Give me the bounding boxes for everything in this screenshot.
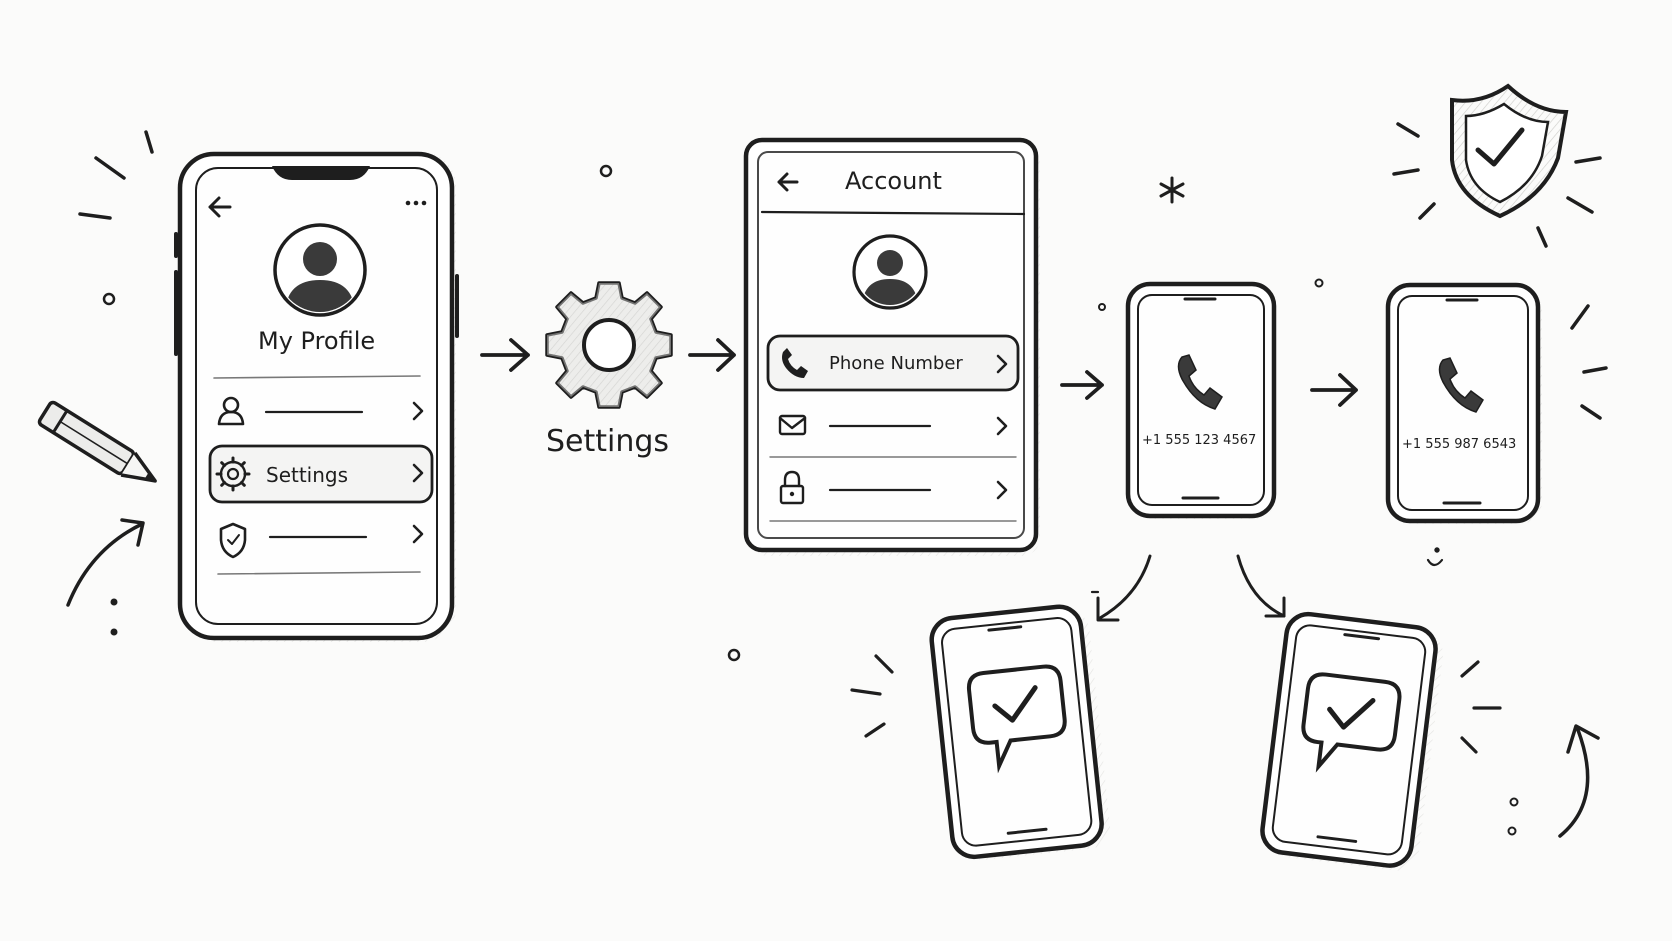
avatar-icon xyxy=(852,234,928,310)
profile-title: My Profile xyxy=(258,327,376,355)
dot xyxy=(1314,278,1324,288)
user-icon xyxy=(217,396,245,426)
curved-arrow-icon xyxy=(66,518,145,607)
phone-number-row-label: Phone Number xyxy=(829,353,963,374)
sparkle-marks-right xyxy=(1570,304,1608,420)
lock-icon xyxy=(779,470,805,505)
user-row[interactable] xyxy=(217,396,424,426)
divider xyxy=(217,571,421,575)
sparkle-marks-shield xyxy=(1392,122,1602,248)
asterisk-mark xyxy=(1159,176,1185,204)
sparkle-marks xyxy=(1460,660,1502,754)
old-number-phone xyxy=(1125,281,1277,519)
phone-icon xyxy=(1438,357,1484,413)
dot xyxy=(1509,797,1519,807)
new-phone-number: +1 555 987 6543 xyxy=(1402,437,1517,452)
dot xyxy=(110,598,118,606)
chevron-right-icon xyxy=(996,354,1008,374)
chevron-right-icon xyxy=(412,401,424,421)
arrow-icon xyxy=(480,338,530,372)
phone-icon xyxy=(1177,354,1223,410)
divider xyxy=(760,210,1026,216)
more-icon[interactable] xyxy=(405,200,427,206)
chevron-right-icon xyxy=(996,480,1008,500)
password-row[interactable] xyxy=(779,470,1008,505)
chevron-right-icon xyxy=(412,463,424,483)
back-arrow-icon[interactable] xyxy=(777,172,799,192)
chevron-right-icon xyxy=(412,524,424,544)
arrow-icon xyxy=(688,338,736,372)
settings-step-label: Settings xyxy=(546,424,670,459)
message-check-icon xyxy=(966,664,1067,774)
settings-row[interactable] xyxy=(208,444,434,504)
pencil-icon xyxy=(37,400,157,483)
security-row[interactable] xyxy=(219,522,424,559)
confirm-phone-right xyxy=(1260,611,1444,871)
chevron-right-icon xyxy=(996,416,1008,436)
back-arrow-icon[interactable] xyxy=(208,196,232,218)
gear-icon xyxy=(215,456,251,492)
shield-check-icon xyxy=(1450,83,1569,219)
mail-icon xyxy=(778,414,807,436)
dot xyxy=(599,164,613,178)
phone-icon xyxy=(782,348,808,378)
arrow-icon xyxy=(1310,373,1358,407)
curved-arrow-icon xyxy=(1558,724,1600,838)
divider xyxy=(213,375,421,379)
new-number-phone xyxy=(1385,282,1542,524)
dot xyxy=(110,628,118,636)
profile-phone xyxy=(174,151,459,642)
sparkle-marks xyxy=(850,654,894,738)
arrow-icon xyxy=(1060,370,1104,400)
avatar-icon xyxy=(273,223,367,317)
dot xyxy=(102,292,116,306)
phone-number-row[interactable] xyxy=(766,334,1020,392)
account-title: Account xyxy=(845,167,942,195)
gear-icon xyxy=(545,281,673,409)
old-phone-number: +1 555 123 4567 xyxy=(1142,433,1257,448)
curved-arrow-icon xyxy=(1096,554,1152,622)
email-row[interactable] xyxy=(778,414,1008,436)
dot xyxy=(1507,826,1517,836)
confirm-phone-left xyxy=(929,604,1111,860)
sparkle-marks-left xyxy=(78,130,154,220)
shield-icon xyxy=(219,522,247,559)
message-check-icon xyxy=(1301,672,1402,773)
smile-mark xyxy=(1426,547,1444,567)
dot xyxy=(1098,303,1106,311)
dot xyxy=(727,648,741,662)
settings-row-label: Settings xyxy=(266,463,349,487)
curved-arrow-icon xyxy=(1236,554,1286,618)
